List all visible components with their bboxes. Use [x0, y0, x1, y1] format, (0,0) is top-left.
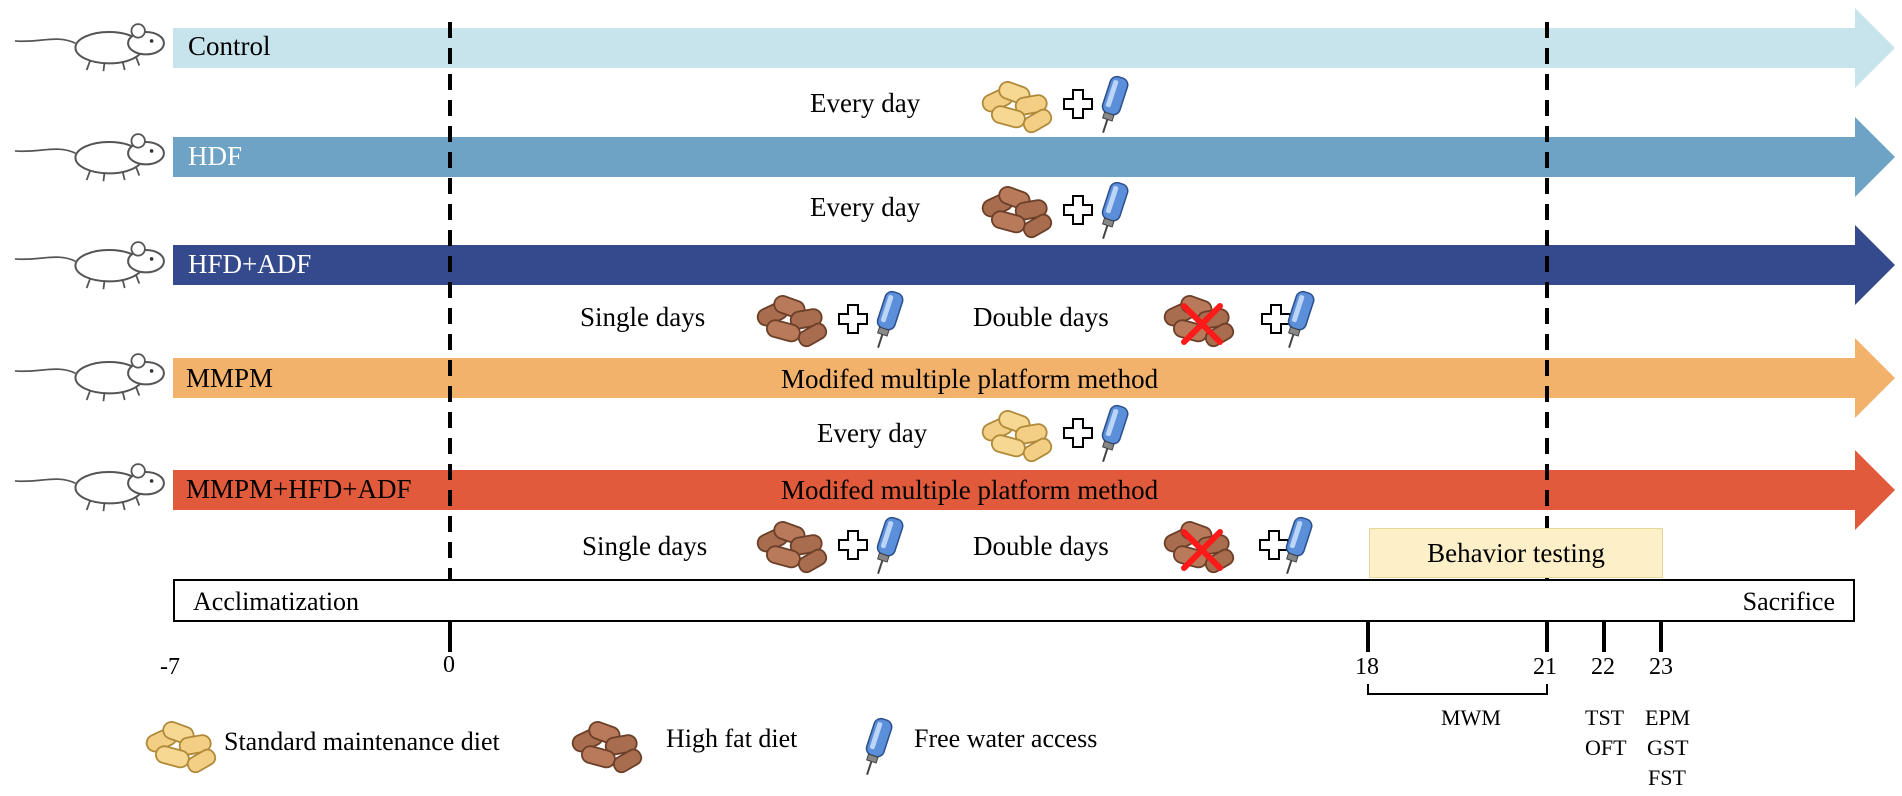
- tick-label-18: 18: [1355, 654, 1379, 680]
- cross-icon: [1181, 303, 1223, 345]
- arrow-control: [173, 8, 1895, 88]
- legend-standard-label: Standard maintenance diet: [224, 727, 500, 756]
- legend-water-label: Free water access: [914, 724, 1098, 753]
- water-bottle-icon: [1093, 73, 1131, 137]
- water-bottle-icon: [1093, 402, 1131, 466]
- mouse-icon: [13, 23, 165, 73]
- high-fat-diet-icon: [754, 292, 830, 350]
- oft-label: OFT: [1585, 735, 1627, 760]
- diet-row5-double-label: Double days: [973, 531, 1109, 561]
- plus-icon: [1063, 195, 1093, 225]
- mouse-icon: [13, 133, 165, 183]
- tick-label-22: 22: [1591, 654, 1615, 680]
- fst-label: FST: [1648, 765, 1686, 790]
- group-label-control: Control: [188, 31, 271, 61]
- gst-label: GST: [1647, 735, 1689, 760]
- arrow-hdf: [173, 117, 1895, 197]
- mwm-label: MWM: [1441, 705, 1501, 730]
- diet-row5-single-label: Single days: [582, 531, 708, 561]
- tick-label-21: 21: [1533, 654, 1557, 680]
- group-label-mmpm: MMPM: [186, 363, 274, 393]
- high-fat-diet-icon: [979, 183, 1055, 241]
- sacrifice-label: Sacrifice: [1742, 587, 1835, 616]
- mouse-icon: [13, 353, 165, 403]
- epm-label: EPM: [1645, 705, 1691, 730]
- arrow-mmpm-hfd-adf: [173, 450, 1895, 530]
- timeline-bar: Acclimatization Sacrifice: [173, 579, 1855, 622]
- water-bottle-icon: [868, 514, 906, 578]
- legend-water-bottle-icon: [857, 715, 895, 779]
- diet-row3-single-label: Single days: [580, 302, 706, 332]
- diet-row1-label: Every day: [810, 88, 921, 118]
- tick-label-minus7: -7: [160, 654, 180, 680]
- plus-icon: [1063, 418, 1093, 448]
- mouse-icon: [13, 241, 165, 291]
- cross-icon: [1181, 529, 1223, 571]
- legend-standard-diet-icon: [143, 718, 219, 776]
- group-label-hfd-adf: HFD+ADF: [188, 249, 312, 279]
- behavior-testing-box: Behavior testing: [1369, 528, 1663, 578]
- diet-row4-label: Every day: [817, 418, 928, 448]
- water-bottle-icon: [1093, 179, 1131, 243]
- diet-row3-double-label: Double days: [973, 302, 1109, 332]
- tick-label-0: 0: [443, 652, 455, 678]
- standard-diet-icon: [979, 78, 1055, 136]
- mouse-icon: [13, 463, 165, 513]
- arrow-mmpm: [173, 338, 1895, 418]
- tst-label: TST: [1585, 705, 1625, 730]
- mmpm-method-label: Modifed multiple platform method: [781, 364, 1159, 394]
- high-fat-diet-icon: [754, 518, 830, 576]
- arrow-hfd-adf: [173, 225, 1895, 305]
- tick-label-23: 23: [1649, 654, 1673, 680]
- standard-diet-icon: [979, 407, 1055, 465]
- group-label-hdf: HDF: [188, 141, 243, 171]
- mmpm-hfd-adf-method-label: Modifed multiple platform method: [781, 475, 1159, 505]
- mwm-bracket: [1367, 684, 1548, 695]
- legend-high-fat-label: High fat diet: [666, 724, 798, 753]
- plus-icon: [838, 304, 868, 334]
- water-bottle-icon: [868, 288, 906, 352]
- legend-high-fat-diet-icon: [569, 718, 645, 776]
- plus-icon: [1261, 304, 1291, 334]
- diet-row2-label: Every day: [810, 192, 921, 222]
- acclimatization-label: Acclimatization: [193, 587, 360, 616]
- plus-icon: [838, 530, 868, 560]
- behavior-testing-label: Behavior testing: [1427, 537, 1605, 568]
- plus-icon: [1063, 89, 1093, 119]
- plus-icon: [1259, 530, 1289, 560]
- group-label-mmpm-hfd-adf: MMPM+HFD+ADF: [186, 474, 412, 504]
